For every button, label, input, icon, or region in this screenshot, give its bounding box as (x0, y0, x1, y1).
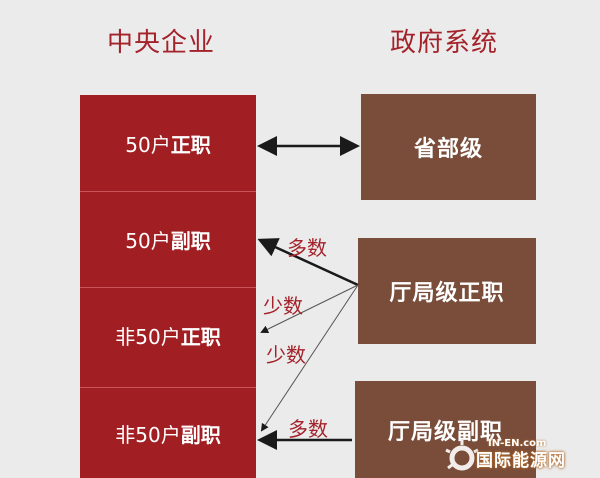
link-label-many: 多数 (287, 236, 327, 260)
link-label-few: 少数 (266, 343, 306, 367)
level-rank: 副职 (180, 422, 221, 447)
level-rank: 副职 (170, 229, 211, 253)
arrow-icon (257, 238, 359, 287)
divider (80, 387, 256, 388)
arrow-icon (260, 284, 359, 432)
level-prefix: 非50户 (115, 325, 181, 349)
central-enterprise-column: 50户正职 50户副职 非50户正职 非50户副职 (80, 95, 256, 478)
level-non50-deputy: 非50户副职 (80, 388, 256, 478)
level-prefix: 50户 (125, 229, 171, 253)
level-prefix: 非50户 (115, 422, 181, 447)
watermark-site: IN-EN.com (488, 438, 547, 449)
link-label-many: 多数 (288, 417, 328, 441)
header-central-enterprise: 中央企业 (107, 28, 216, 58)
watermark-name: 国际能源网 (476, 451, 566, 471)
level-rank: 正职 (170, 132, 211, 157)
level-50-deputy: 50户副职 (80, 192, 256, 287)
link-label-few: 少数 (263, 294, 303, 318)
level-50-principal: 50户正职 (80, 95, 256, 191)
sun-logo-icon (445, 440, 479, 471)
gov-provincial-ministerial: 省部级 (361, 94, 536, 200)
level-rank: 正职 (180, 325, 221, 349)
divider (80, 287, 256, 288)
arrow-icon (260, 284, 359, 333)
header-government-system: 政府系统 (390, 28, 499, 58)
divider (80, 191, 256, 192)
level-prefix: 50户 (125, 132, 171, 157)
gov-bureau-principal: 厅局级正职 (358, 238, 536, 344)
gov-bureau-deputy: 厅局级副职 (355, 381, 536, 478)
level-non50-principal: 非50户正职 (80, 288, 256, 383)
